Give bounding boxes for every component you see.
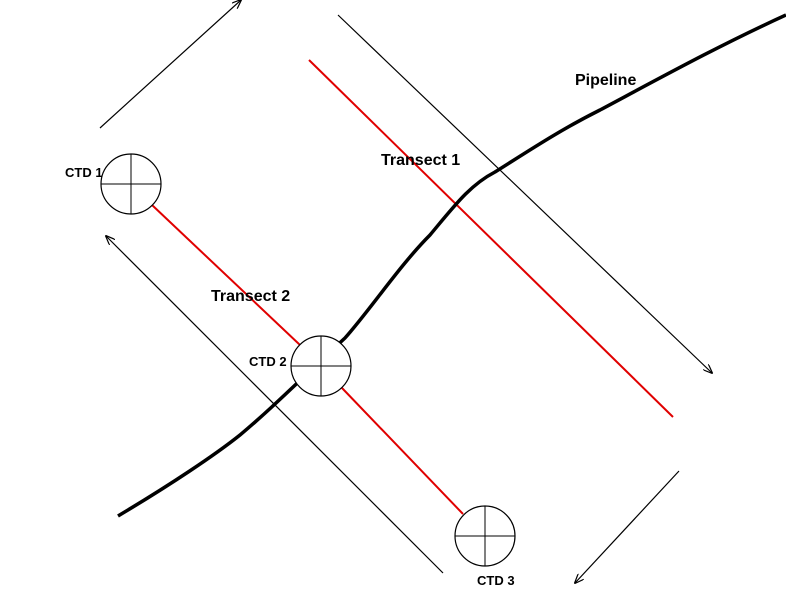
ctd-1-label: CTD 1 (65, 165, 103, 180)
ctd-3-station-icon (454, 505, 516, 567)
direction-arrow-bottom-right (575, 470, 680, 583)
transect-2-label: Transect 2 (211, 288, 291, 305)
pipeline-line (117, 13, 786, 518)
ctd-2-label: CTD 2 (249, 354, 287, 369)
direction-arrow-top-left (99, 0, 241, 129)
ctd-3-label: CTD 3 (477, 573, 515, 588)
ctd-2-station-icon (290, 335, 352, 397)
ctd-1-station-icon (100, 153, 162, 215)
transect-1-line (308, 59, 674, 418)
pipeline-label: Pipeline (575, 72, 637, 89)
transect-1-label: Transect 1 (381, 152, 461, 169)
transect-2-line-a (151, 204, 301, 346)
direction-arrow-right (337, 14, 712, 373)
transect-2-line-b (341, 387, 464, 515)
